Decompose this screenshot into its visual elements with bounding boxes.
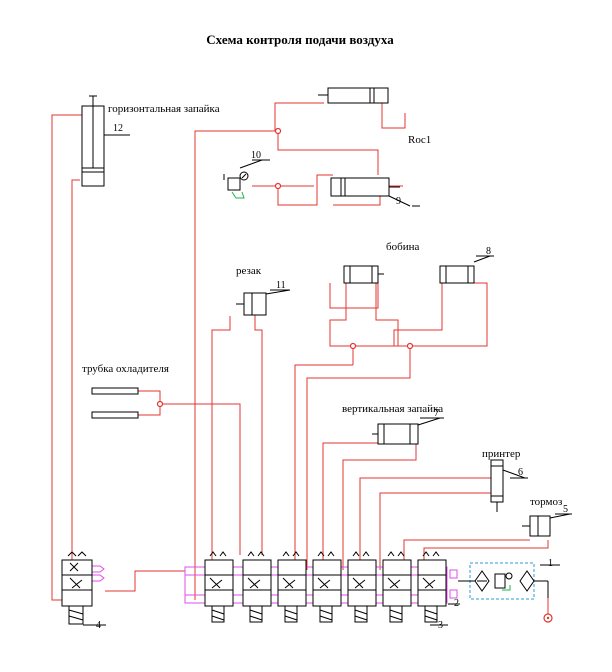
valve-f — [382, 559, 412, 623]
valve-g — [417, 559, 447, 623]
valve-4 — [61, 551, 93, 625]
label-brake: тормоз — [530, 496, 562, 508]
label-cooling-tube: трубка охладителя — [82, 363, 169, 375]
roc-cylinder-9 — [330, 177, 411, 207]
cutter-cylinder — [236, 289, 291, 316]
junction-nodes — [156, 127, 414, 408]
num-2: 2 — [454, 598, 459, 609]
label-horizontal-seal: горизонтальная запайка — [108, 103, 220, 115]
num-12: 12 — [113, 123, 123, 134]
valve-b — [242, 559, 272, 623]
num-1: 1 — [548, 558, 553, 569]
label-cutter: резак — [236, 265, 262, 277]
valve-a — [204, 559, 234, 623]
diagram-title: Схема контроля подачи воздуха — [206, 32, 394, 47]
brake-cylinder — [522, 513, 571, 537]
num-5: 5 — [563, 504, 568, 515]
num-7: 7 — [434, 408, 439, 419]
cooling-tubes — [91, 387, 139, 419]
bobbin-cylinder-left — [343, 265, 384, 284]
num-11: 11 — [276, 280, 286, 291]
leader-lines — [83, 134, 572, 626]
roc-cylinder-top — [318, 87, 389, 104]
valve-d — [312, 559, 342, 623]
vertical-seal-cylinder — [372, 417, 441, 445]
bobbin-cylinder-right — [439, 255, 491, 284]
label-printer: принтер — [482, 448, 521, 460]
valve-bank — [204, 551, 447, 623]
num-9: 9 — [396, 196, 401, 207]
horizontal-seal-cylinder — [81, 95, 130, 187]
num-10: 10 — [251, 150, 261, 161]
label-bobbin: бобина — [386, 241, 419, 253]
filter-regulator-unit — [458, 562, 553, 623]
valve-e — [347, 559, 377, 623]
num-6: 6 — [518, 467, 523, 478]
num-8: 8 — [486, 246, 491, 257]
air-lines — [51, 102, 549, 615]
num-3: 3 — [438, 620, 443, 631]
num-4: 4 — [96, 620, 101, 631]
regulator-10 — [223, 159, 263, 199]
label-vertical-seal: вертикальная запайка — [342, 403, 443, 415]
valve-c — [277, 559, 307, 623]
printer-cylinder — [490, 459, 526, 512]
label-roc: Roc1 — [408, 134, 431, 146]
